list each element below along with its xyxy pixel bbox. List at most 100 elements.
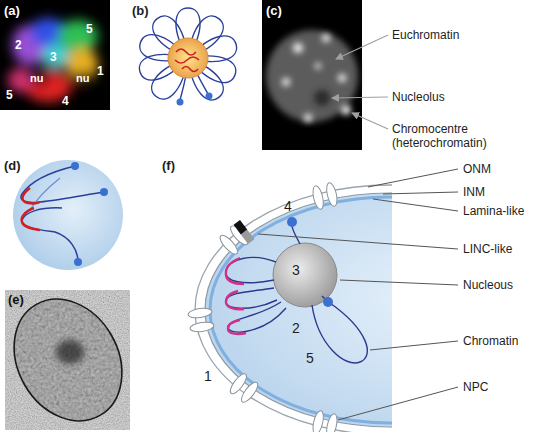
micrograph [0, 280, 140, 432]
stained-nucleus [341, 105, 351, 115]
periphery-model [21, 166, 104, 203]
micrograph [0, 280, 143, 432]
territory-number: 5 [6, 88, 13, 102]
callout-number: 2 [292, 320, 300, 337]
nuclear-pore [189, 321, 214, 333]
panel-label: (c) [266, 3, 282, 19]
stained-nucleus [315, 63, 321, 69]
part-label: INM [463, 185, 485, 199]
stained-nucleus [338, 74, 346, 82]
nuclear-pore [188, 307, 215, 333]
periphery-model [13, 160, 123, 270]
micrograph [0, 280, 140, 432]
callout-number: 4 [284, 198, 292, 215]
stained-nucleus [282, 34, 351, 122]
micrograph [0, 280, 143, 432]
nucleus-schematic [287, 217, 297, 227]
part-label: Chromatin [463, 334, 518, 348]
stained-nucleus [314, 90, 330, 106]
nucleus-schematic [323, 297, 333, 307]
periphery-model [13, 160, 123, 270]
part-label: Lamina-like [463, 204, 524, 218]
nucleus-schematic [188, 169, 550, 432]
stained-nucleus [262, 0, 388, 150]
rosette-model [137, 8, 240, 106]
stained-nucleus [332, 35, 388, 129]
territory-image [42, 44, 70, 68]
territory-image [8, 18, 98, 102]
micrograph [56, 340, 84, 364]
panel-label: (e) [8, 292, 24, 308]
leader-line [368, 169, 458, 187]
stained-nucleus [282, 78, 290, 86]
leader-line [373, 199, 458, 211]
territory-image [0, 0, 110, 110]
callout-number: 5 [306, 350, 314, 367]
nuclear-pore [311, 185, 325, 210]
rosette-model [168, 38, 208, 78]
leader-line [370, 341, 458, 350]
chromatin-loop [312, 303, 367, 363]
stained-nucleus [336, 35, 388, 59]
nucleus-schematic [195, 185, 392, 432]
stained-nucleus [322, 34, 330, 42]
nuclear-pore [311, 182, 339, 211]
panel-label: (a) [4, 3, 20, 19]
leader-line [258, 169, 458, 420]
stained-nucleus [266, 30, 358, 122]
stained-nucleus [262, 0, 362, 150]
chromatin-loop [292, 226, 300, 244]
nuclear-pore [188, 182, 339, 432]
nuclear-pore [325, 182, 339, 207]
leader-line [338, 387, 458, 420]
panel-label: (f) [162, 158, 175, 174]
part-label: NPC [463, 380, 488, 394]
nucleus-schematic [210, 197, 392, 423]
stained-nucleus [352, 113, 388, 129]
nuclear-pore [188, 307, 213, 319]
nucleolus-mark: nu [76, 72, 89, 85]
periphery-model [30, 178, 60, 210]
rosette-model [175, 49, 199, 72]
panel-label: (b) [132, 3, 149, 19]
nuclear-pore [228, 371, 261, 404]
periphery-model [22, 208, 78, 262]
nucleus-schematic [195, 185, 392, 432]
heterochromatin [226, 291, 244, 309]
panel-label: (d) [4, 158, 21, 174]
heterochromatin [226, 258, 246, 334]
part-label: Nucleolus [392, 90, 445, 104]
nucleolus-mark: nu [30, 72, 43, 85]
heterochromatin [228, 320, 246, 334]
part-label: LINC-like [463, 242, 512, 256]
territory-image [75, 71, 93, 87]
nuclear-pore [325, 413, 339, 432]
periphery-model [74, 258, 82, 266]
linc-complex [234, 220, 255, 244]
leader-line [340, 280, 458, 285]
periphery-model [22, 188, 40, 203]
chromatin-loop [226, 288, 277, 308]
part-label: Euchromatin [392, 28, 459, 42]
callout-number: 3 [292, 262, 300, 279]
part-label: Nucleous [463, 278, 513, 292]
nucleus-schematic [205, 193, 392, 427]
micrograph [0, 280, 140, 432]
linc-complex [234, 220, 248, 234]
nuclear-pore [311, 410, 325, 432]
territory-image [31, 70, 49, 86]
rosette-model [177, 99, 184, 106]
stained-nucleus [293, 43, 303, 53]
territory-image [0, 0, 110, 110]
nuclear-pore [311, 410, 339, 432]
periphery-model [100, 188, 108, 196]
territory-image [8, 18, 98, 102]
chromatin-loop [228, 302, 286, 332]
chromatin-loop [226, 226, 368, 363]
territory-number: 5 [86, 22, 93, 36]
territory-number: 3 [50, 50, 57, 64]
territory-number: 1 [97, 64, 104, 78]
stained-nucleus [304, 114, 312, 122]
periphery-model [22, 208, 40, 230]
part-label: Chromocentre (heterochromatin) [392, 122, 522, 151]
